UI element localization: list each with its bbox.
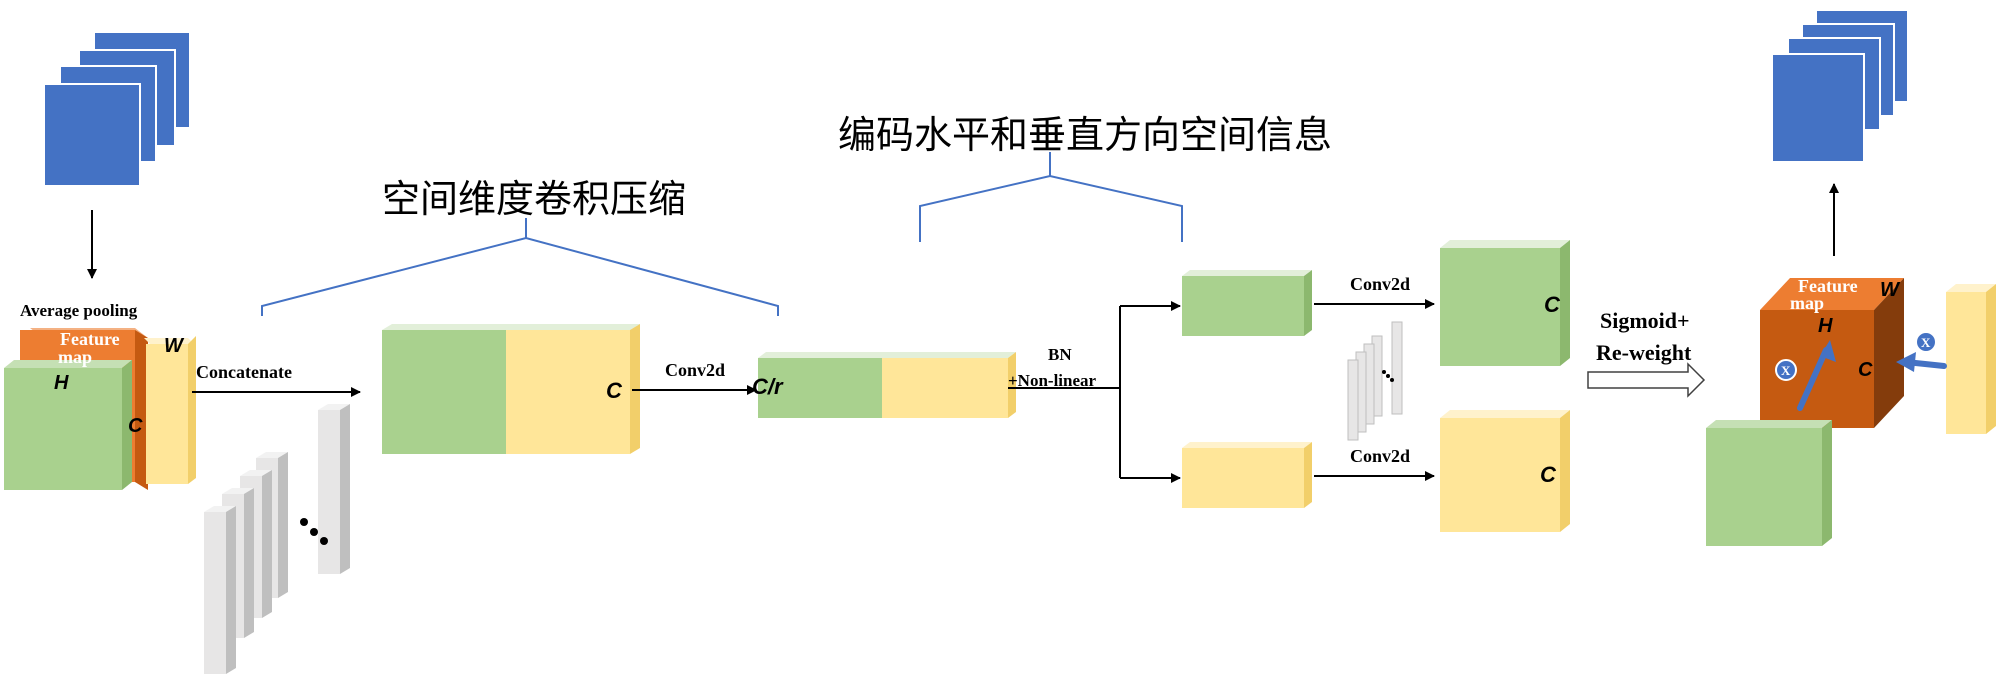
conv-kernels-left <box>204 404 350 674</box>
label-feature-map-right-2: map <box>1790 293 1824 313</box>
hollow-arrow-reweight <box>1587 362 1706 398</box>
dim-C-concat: C <box>606 378 623 403</box>
right-feature-map <box>1706 278 1996 546</box>
label-average-pooling: Average pooling <box>20 301 138 320</box>
dim-W-right: W <box>1880 279 1901 301</box>
concat-block <box>382 324 640 454</box>
left-feature-map <box>4 328 196 490</box>
dim-H-right: H <box>1818 315 1833 337</box>
dim-C-r: C/r <box>752 374 784 399</box>
label-feature-map-right-1: Feature <box>1798 276 1858 296</box>
output-feature-stack <box>1771 9 1909 163</box>
split-green-bar <box>1182 270 1312 336</box>
dim-W-left: W <box>164 335 185 357</box>
conv-kernels-right <box>1347 321 1403 441</box>
label-sigmoid: Sigmoid+ <box>1600 308 1690 333</box>
label-non-linear: +Non-linear <box>1008 371 1097 390</box>
dim-H-left: H <box>54 372 69 394</box>
label-reweight: Re-weight <box>1596 340 1692 365</box>
label-conv2d-1: Conv2d <box>665 360 725 380</box>
output-yellow-block <box>1440 410 1570 532</box>
split-yellow-bar <box>1182 442 1312 508</box>
annotation-encode-info: 编码水平和垂直方向空间信息 <box>838 113 1332 157</box>
label-feature-map-left-2: map <box>58 347 92 367</box>
label-conv2d-bottom: Conv2d <box>1350 446 1410 466</box>
label-concatenate: Concatenate <box>196 362 292 382</box>
multiply-icon-right: X <box>1921 335 1931 350</box>
label-conv2d-top: Conv2d <box>1350 274 1410 294</box>
reduced-block <box>758 352 1016 418</box>
label-bn: BN <box>1048 345 1072 364</box>
multiply-badge-left: X <box>1775 359 1797 381</box>
dim-C-yellow-out: C <box>1540 462 1557 487</box>
input-feature-stack <box>43 31 191 187</box>
bracket-spatial-compress <box>261 236 779 316</box>
multiply-icon-left: X <box>1781 363 1791 378</box>
dim-C-left: C <box>128 415 143 437</box>
bracket-encode-info <box>919 174 1183 242</box>
dim-C-right: C <box>1858 359 1873 381</box>
multiply-badge-right: X <box>1915 331 1937 353</box>
annotation-spatial-compress: 空间维度卷积压缩 <box>382 177 686 221</box>
label-feature-map-left-1: Feature <box>60 329 120 349</box>
output-green-block <box>1440 240 1570 366</box>
dim-C-green-out: C <box>1544 292 1561 317</box>
